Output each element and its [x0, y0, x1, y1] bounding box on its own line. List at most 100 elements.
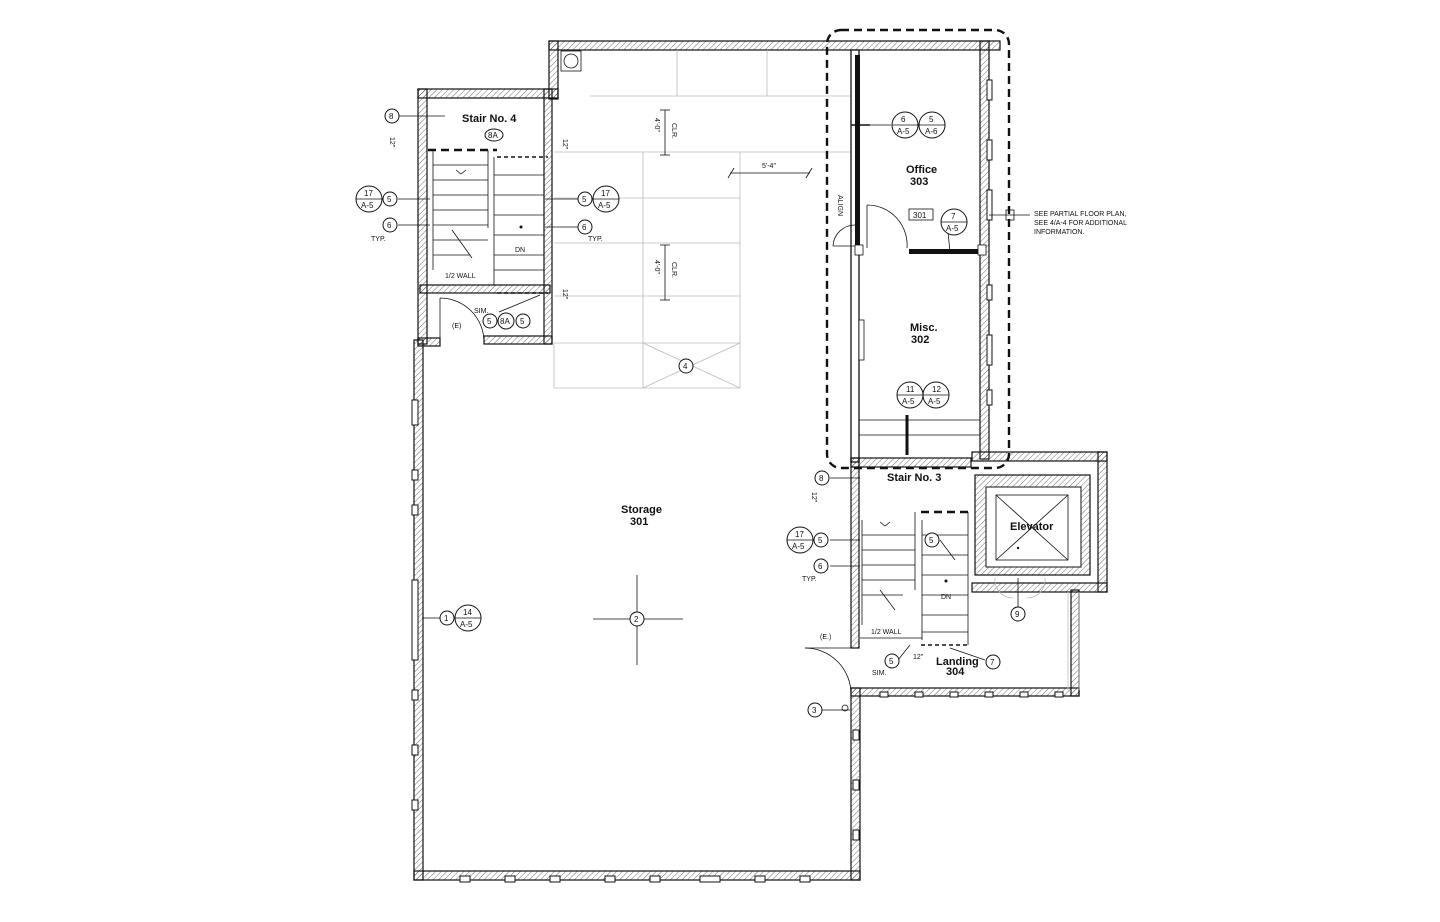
leader-lines: [398, 115, 1019, 712]
svg-text:A-5: A-5: [928, 397, 941, 406]
detail-6-a5-office: 6 A-5: [891, 111, 919, 139]
new-partitions: [851, 55, 987, 455]
tag-5-stair-4-door: 5: [482, 313, 498, 329]
dimension-12-landing: 12": [913, 654, 924, 661]
room-name-office: Office: [906, 164, 937, 176]
tag-5-stair-3-rail: 5: [924, 532, 940, 548]
half-wall-label-stair-4: 1/2 WALL: [445, 273, 476, 280]
svg-text:17: 17: [364, 189, 373, 198]
room-label-stair-4: Stair No. 4: [462, 113, 517, 125]
elevator-shaft: [974, 474, 1091, 600]
svg-text:6: 6: [387, 221, 392, 230]
typ-label-center: TYP.: [588, 236, 603, 243]
room-number-landing: 304: [946, 666, 965, 678]
stair-3-treads: [860, 512, 969, 645]
dimension-12-stair4-mid: 12": [561, 139, 568, 150]
sim-label-landing: SIM.: [872, 670, 886, 677]
svg-text:6: 6: [901, 115, 906, 124]
typ-label-left: TYP.: [371, 236, 386, 243]
svg-text:SEE 4/A-4 FOR ADDITIONAL: SEE 4/A-4 FOR ADDITIONAL: [1034, 220, 1127, 227]
tag-5-left: 5: [382, 191, 398, 207]
tag-6-stair-3: 6: [813, 558, 829, 574]
svg-text:1: 1: [444, 614, 449, 623]
down-label-stair-4: DN: [515, 247, 525, 254]
align-label: ALIGN: [836, 195, 843, 216]
tag-5-stair-4-door-b: 5: [515, 313, 531, 329]
wall-pilasters: [411, 79, 1064, 883]
svg-text:8A: 8A: [488, 131, 498, 140]
svg-text:SEE PARTIAL FLOOR PLAN,: SEE PARTIAL FLOOR PLAN,: [1034, 211, 1127, 218]
svg-text:5: 5: [929, 536, 934, 545]
sim-label-stair-4: SIM.: [474, 308, 488, 315]
svg-text:A-5: A-5: [460, 620, 473, 629]
detail-17-a5-center: 17 A-5: [592, 185, 620, 213]
typ-label-stair-3: TYP.: [802, 576, 817, 583]
room-label-elevator: Elevator: [1010, 521, 1054, 533]
svg-text:17: 17: [795, 530, 804, 539]
room-name-misc: Misc.: [910, 322, 938, 334]
tag-5-landing: 5: [884, 653, 900, 669]
detail-12-a5-misc: 12 A-5: [922, 381, 950, 409]
svg-text:17: 17: [601, 189, 610, 198]
svg-text:8: 8: [389, 112, 394, 121]
room-name-landing: Landing: [936, 656, 979, 668]
down-label-stair-3: DN: [941, 594, 951, 601]
svg-text:2: 2: [634, 615, 639, 624]
tag-6-left: 6: [382, 217, 398, 233]
detail-14-a5: 14 A-5: [454, 604, 482, 632]
tag-4-ceiling: 4: [678, 358, 694, 374]
detail-11-a5-misc: 11 A-5: [896, 381, 924, 409]
tag-5-stair-3: 5: [813, 532, 829, 548]
svg-text:A-5: A-5: [897, 127, 910, 136]
svg-text:3: 3: [812, 706, 817, 715]
room-name-storage: Storage: [621, 504, 662, 516]
tag-6-center: 6: [577, 219, 593, 235]
room-number-office: 303: [910, 176, 928, 188]
svg-text:6: 6: [818, 562, 823, 571]
svg-text:14: 14: [463, 608, 472, 617]
existing-label-stair-3: (E.): [820, 634, 831, 641]
detail-7-a5-office: 7 A-5: [940, 208, 968, 236]
room-number-storage: 301: [630, 516, 648, 528]
existing-label-stair-4: (E): [452, 323, 461, 330]
stair-3-rails: [921, 510, 970, 646]
stair-4-rails: [428, 148, 548, 294]
tag-8-stair-4: 8: [384, 108, 400, 124]
svg-text:9: 9: [1015, 610, 1020, 619]
ceiling-grid: [553, 50, 1080, 690]
svg-text:5: 5: [387, 195, 392, 204]
clearance-label-lower: CLR.: [670, 262, 677, 278]
svg-text:8: 8: [819, 474, 824, 483]
detail-17-a5-stair-3: 17 A-5: [786, 526, 814, 554]
svg-text:5: 5: [582, 195, 587, 204]
svg-text:5: 5: [929, 115, 934, 124]
svg-text:7: 7: [951, 212, 956, 221]
svg-text:5: 5: [520, 317, 525, 326]
dimension-4ft-upper: 4'-0": [653, 118, 660, 132]
tag-1-wall: 1: [439, 610, 455, 626]
svg-text:6: 6: [582, 223, 587, 232]
tag-7-landing: 7: [985, 654, 1001, 670]
tag-8a-stair-4-door: 8A: [497, 312, 515, 330]
clearance-label-upper: CLR.: [670, 123, 677, 139]
tag-5-center: 5: [577, 191, 593, 207]
stair-4-treads: [432, 150, 544, 285]
detail-17-a5-left: 17 A-5: [355, 185, 383, 213]
svg-text:A-5: A-5: [361, 201, 374, 210]
detail-5-a6-office: 5 A-6: [918, 111, 946, 139]
svg-text:INFORMATION.: INFORMATION.: [1034, 229, 1084, 236]
dimension-12-stair4-low: 12": [561, 289, 568, 300]
svg-text:7: 7: [990, 658, 995, 667]
svg-text:A-6: A-6: [925, 127, 938, 136]
tag-8a-stair-4: 8A: [484, 128, 504, 142]
door-swings: [439, 204, 908, 695]
svg-text:12: 12: [932, 385, 941, 394]
svg-text:A-5: A-5: [946, 224, 959, 233]
dimension-12-stair3: 12": [810, 492, 817, 503]
scope-boundary: [825, 28, 1011, 470]
tag-2-storage: 2: [629, 611, 645, 627]
half-wall-label-stair-3: 1/2 WALL: [871, 629, 902, 636]
dimension-lines: [660, 109, 813, 301]
dimension-4ft-lower: 4'-0": [653, 260, 660, 274]
